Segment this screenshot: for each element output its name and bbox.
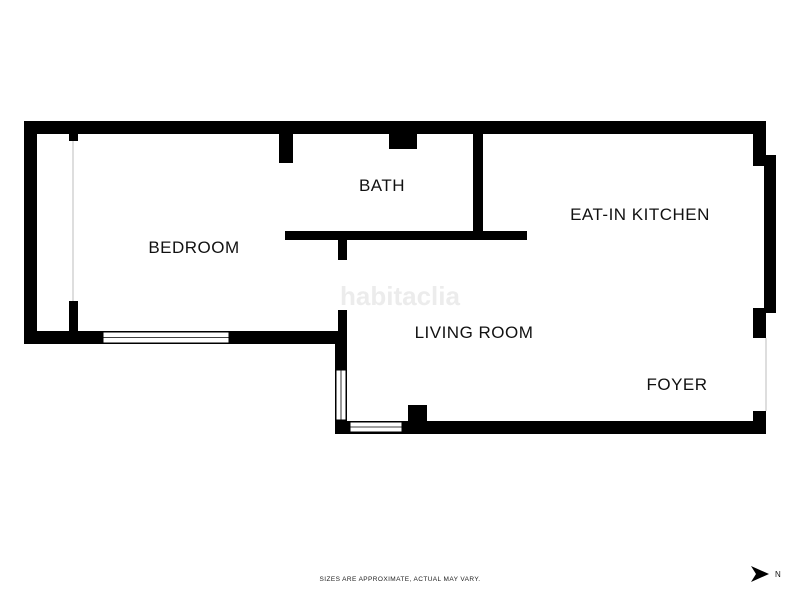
room-label-bedroom: BEDROOM	[148, 238, 239, 257]
room-label-foyer: FOYER	[646, 375, 707, 394]
watermark: habitaclia	[340, 281, 460, 311]
room-label-living: LIVING ROOM	[415, 323, 534, 342]
north-arrow-icon	[751, 566, 769, 582]
windows	[72, 141, 767, 433]
room-label-kitchen: EAT-IN KITCHEN	[570, 205, 710, 224]
room-label-bath: BATH	[359, 176, 405, 195]
disclaimer-text: SIZES ARE APPROXIMATE, ACTUAL MAY VARY.	[320, 576, 481, 583]
north-label: N	[775, 570, 781, 579]
